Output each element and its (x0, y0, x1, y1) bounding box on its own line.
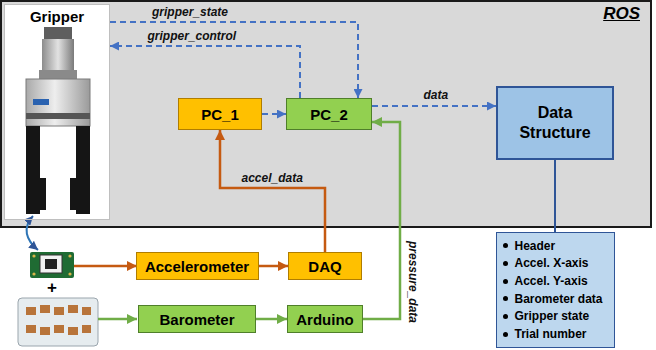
list-item: Accel. Y-axis (515, 274, 588, 288)
signal-label: accel_data (242, 171, 303, 185)
data-box: Data Structure (496, 86, 614, 160)
panel-title: Gripper (30, 8, 84, 25)
box-label: Arduino (296, 311, 354, 328)
list-item: Gripper state (515, 309, 590, 323)
gripper-slot (26, 113, 90, 119)
bullet-dot (503, 332, 508, 337)
list-row: Trial number (503, 327, 587, 341)
connector-arrow (262, 113, 286, 115)
barometer-cell (82, 307, 91, 315)
board-pad (32, 254, 35, 257)
connector-arrow (372, 105, 496, 107)
gripper-finger (76, 126, 90, 214)
list-item: Header (515, 239, 556, 253)
list-item: Barometer data (515, 292, 603, 306)
bullet-dot (503, 261, 508, 266)
gripper-cap (44, 27, 72, 39)
gripper-panel: Gripper (4, 4, 110, 220)
list-row: Accel. Y-axis (503, 274, 588, 288)
signal-label: data (424, 88, 449, 102)
box-label: PC_1 (201, 106, 239, 123)
barometer-cell (82, 325, 91, 333)
bullet-dot (503, 296, 508, 301)
barometer-cell (68, 305, 78, 313)
gripper-body (26, 79, 90, 126)
box-label: PC_2 (310, 106, 348, 123)
barometer-cell (26, 307, 36, 315)
barometer-block (18, 298, 98, 346)
box-label: Barometer (159, 311, 234, 328)
bullet-dot (503, 279, 508, 284)
board-pad (68, 254, 71, 257)
process-box: Barometer (138, 305, 256, 333)
process-box: DAQ (288, 252, 362, 280)
gripper-finger (26, 126, 40, 214)
list-row: Barometer data (503, 292, 603, 306)
sensor-die (45, 259, 57, 269)
list-row: Accel. X-axis (503, 256, 589, 270)
finger-pad (70, 178, 76, 210)
signal-label: gripper_control (148, 29, 237, 43)
box-label: Accelerometer (145, 258, 249, 275)
barometer-cell (40, 327, 50, 335)
process-box: Accelerometer (136, 252, 259, 280)
finger-pad (40, 178, 46, 210)
list-item: Accel. X-axis (515, 256, 589, 270)
sensor-chip (40, 255, 62, 273)
connector-arrow (256, 318, 287, 321)
list-item: Trial number (515, 327, 587, 341)
field-list-box: HeaderAccel. X-axisAccel. Y-axisBaromete… (496, 232, 615, 348)
list-row: Gripper state (503, 309, 590, 323)
connector-arrow (110, 46, 300, 98)
signal-line (98, 318, 137, 321)
region-title: ROS (603, 4, 640, 24)
barometer-cell (40, 305, 50, 313)
barometer-cell (26, 325, 36, 333)
process-box: Arduino (287, 305, 363, 333)
box-label: Data Structure (504, 103, 606, 143)
connector-arrow (220, 130, 325, 252)
signal-label: pressure_data (406, 241, 420, 323)
connector-arrow (363, 122, 400, 319)
gripper-badge (33, 99, 49, 105)
signal-line (74, 265, 137, 268)
connector-arrow (554, 160, 556, 232)
process-box: PC_2 (286, 98, 372, 130)
connector-arrow (110, 22, 358, 98)
gripper-collar (39, 70, 77, 79)
connector-arrow (259, 265, 289, 268)
signal-label: gripper_state (152, 5, 228, 19)
box-label: DAQ (308, 258, 341, 275)
bullet-dot (503, 243, 508, 248)
barometer-cell (54, 307, 64, 315)
process-box: PC_1 (178, 98, 262, 130)
bullet-dot (503, 314, 508, 319)
board-pad (68, 272, 71, 275)
plus-sign: + (47, 278, 57, 298)
list-row: Header (503, 239, 556, 253)
photo-panel (5, 5, 110, 220)
barometer-cell (68, 327, 78, 335)
barometer-cell (54, 325, 64, 333)
board-pad (32, 272, 35, 275)
accelerometer-board (30, 252, 74, 278)
gripper-cylinder (42, 39, 74, 72)
mount-arrow (27, 216, 38, 250)
